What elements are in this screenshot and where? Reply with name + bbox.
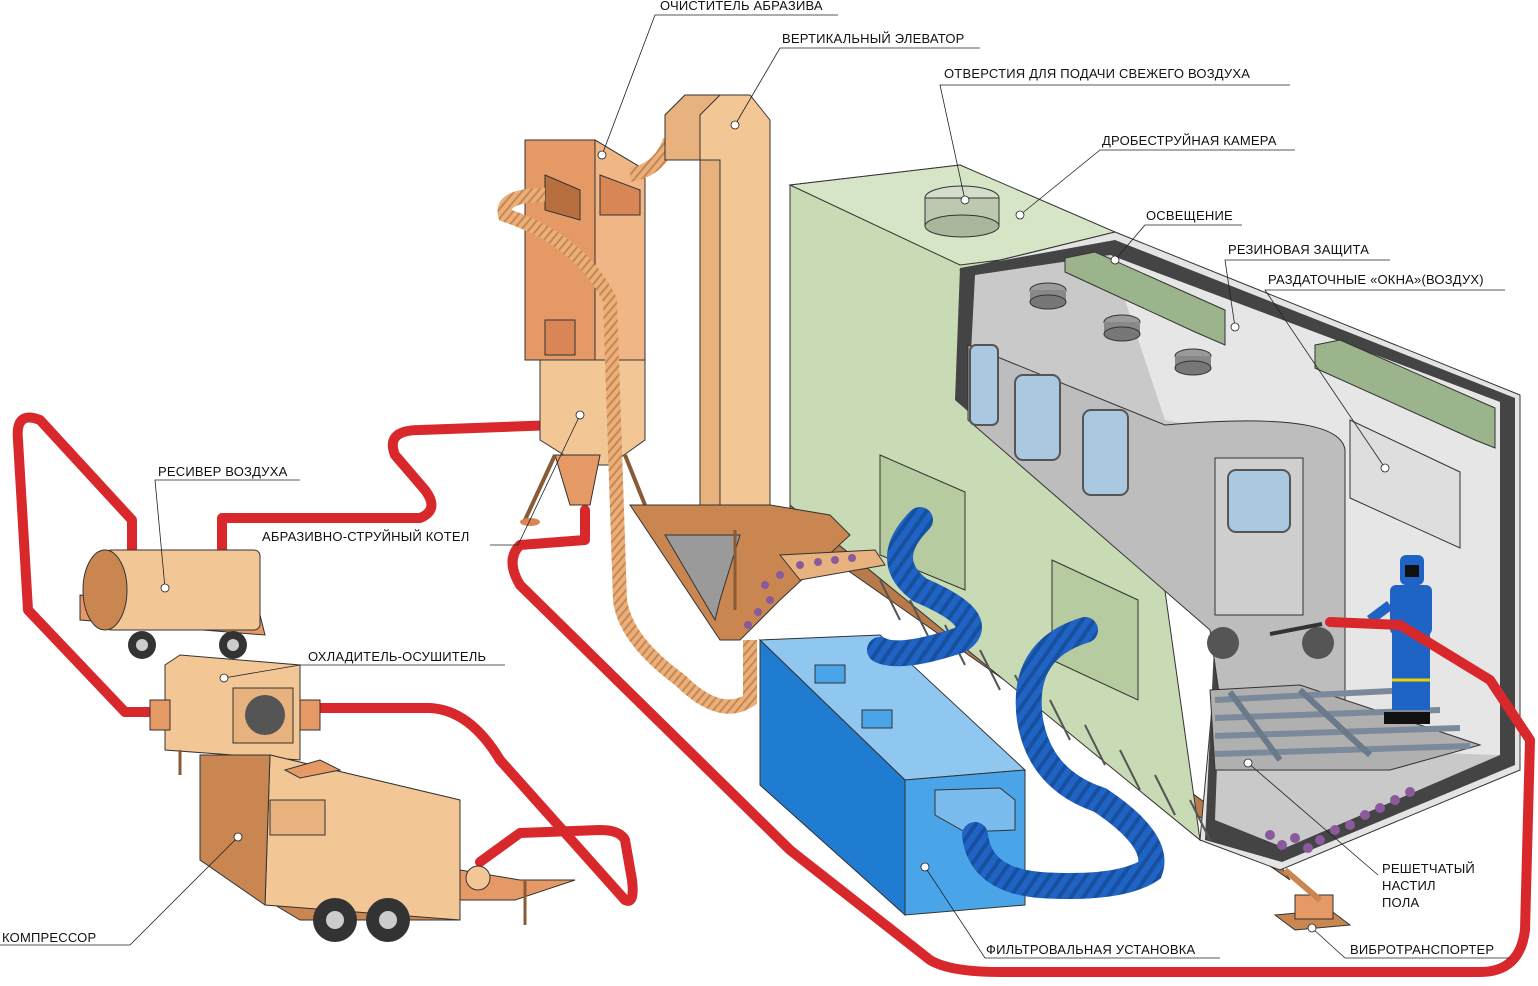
label-lighting: ОСВЕЩЕНИЕ [1146, 208, 1233, 223]
label-vertical-elevator: ВЕРТИКАЛЬНЫЙ ЭЛЕВАТОР [782, 31, 965, 46]
label-grating-floor-1: РЕШЕТЧАТЫЙ [1382, 861, 1475, 876]
abrasive-beads-elevator [744, 554, 856, 629]
ventilation-ducts [867, 507, 1165, 899]
duct-2 [962, 617, 1165, 899]
grating-floor [1209, 684, 1482, 771]
label-compressor: КОМПРЕССОР [2, 930, 96, 945]
air-hose-receiver-loop [12, 412, 155, 717]
lighting-fixture-2 [1314, 339, 1496, 449]
label-abrasive-cleaner: ОЧИСТИТЕЛЬ АБРАЗИВА [660, 0, 823, 13]
label-distribution-windows: РАЗДАТОЧНЫЕ «ОКНА»(ВОЗДУХ) [1268, 272, 1484, 287]
label-dots [160, 120, 1390, 933]
distribution-window [1349, 419, 1461, 549]
label-filter-unit: ФИЛЬТРОВАЛЬНАЯ УСТАНОВКА [986, 942, 1195, 957]
label-fresh-air-openings: ОТВЕРСТИЯ ДЛЯ ПОДАЧИ СВЕЖЕГО ВОЗДУХА [944, 66, 1250, 81]
air-hose-cooler-to-compressor [315, 703, 638, 906]
vibro-conveyor [1273, 867, 1352, 931]
railway-wagon [967, 344, 1346, 746]
labels: ОЧИСТИТЕЛЬ АБРАЗИВА ВЕРТИКАЛЬНЫЙ ЭЛЕВАТО… [2, 0, 1494, 957]
label-rubber-protection: РЕЗИНОВАЯ ЗАЩИТА [1228, 242, 1369, 257]
label-grating-floor-3: ПОЛА [1382, 895, 1419, 910]
abrasive-beads-floor [1265, 787, 1415, 853]
compressor [199, 754, 576, 942]
label-vibro-conveyor: ВИБРОТРАНСПОРТЕР [1350, 942, 1494, 957]
air-receiver [79, 549, 266, 659]
air-hose-receiver-to-pot [217, 420, 565, 557]
label-blast-pot: АБРАЗИВНО-СТРУЙНЫЙ КОТЕЛ [262, 529, 469, 544]
duct-1 [867, 507, 982, 667]
blast-chamber [788, 164, 1521, 881]
leader-lines [0, 14, 1510, 959]
compressed-air-hoses [12, 412, 1535, 977]
cooler-dryer [149, 654, 321, 775]
roof-fresh-air-inlet [924, 185, 1000, 238]
label-grating-floor-2: НАСТИЛ [1382, 878, 1436, 893]
label-blast-chamber: ДРОБЕСТРУЙНАЯ КАМЕРА [1102, 133, 1277, 148]
abrasive-cleaner [524, 139, 646, 361]
abrasive-transfer-hose [628, 137, 677, 182]
lighting-fixture-1 [1064, 251, 1226, 346]
interior-air-inlets [1029, 282, 1212, 376]
abrasive-return-hose [497, 188, 757, 714]
vertical-elevator [629, 94, 886, 641]
label-air-receiver: РЕСИВЕР ВОЗДУХА [158, 464, 288, 479]
air-hose-pot-to-operator [507, 505, 1535, 977]
label-cooler-dryer: ОХЛАДИТЕЛЬ-ОСУШИТЕЛЬ [308, 649, 486, 664]
